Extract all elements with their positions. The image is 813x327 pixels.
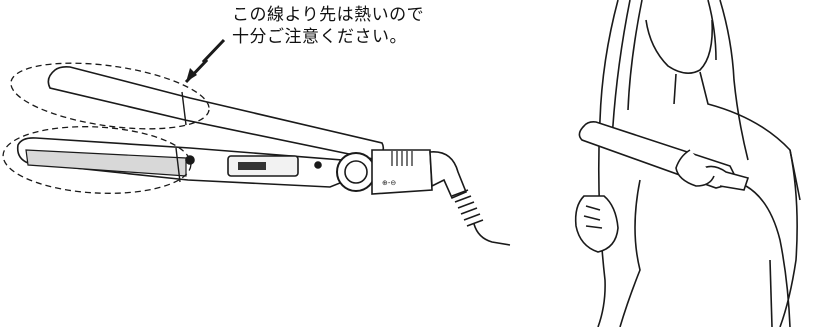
hot-zone-upper-ellipse [10,62,210,130]
heat-warning-text: この線より先は熱いので 十分ご注意ください。 [232,4,482,48]
woman-illustration [574,0,801,327]
heating-plate [25,149,187,177]
power-cord [473,223,511,246]
temperature-slider [238,162,266,170]
handle-ribs [391,151,413,166]
warning-arrow [184,38,226,84]
cord-connector [429,151,468,200]
hair-left [597,0,619,327]
hand-left [574,195,619,253]
hair-right [719,0,749,161]
indicator-light [185,155,195,165]
neck [673,73,677,105]
hot-zone-lower-ellipse [2,126,192,194]
iron-label-text: ⊕-⊖ [382,179,396,187]
heat-boundary-line-lower [175,147,181,183]
hinge-inner [344,160,368,184]
power-led [314,161,322,169]
cord-spring [451,189,484,227]
arm-right [779,149,798,327]
shoulders [699,71,801,201]
heat-boundary-line-upper [181,91,187,126]
hair-straightener [16,66,511,246]
hot-zone-outlines [2,62,210,194]
hand-right [675,149,715,187]
face [645,19,714,74]
handle-grip [371,149,433,195]
woman-straightener-cord [745,185,791,327]
torso-left [619,179,641,327]
warning-line-2: 十分ご注意ください。 [232,27,407,47]
torso-right [769,259,773,327]
warning-line-1: この線より先は熱いので [232,5,425,25]
